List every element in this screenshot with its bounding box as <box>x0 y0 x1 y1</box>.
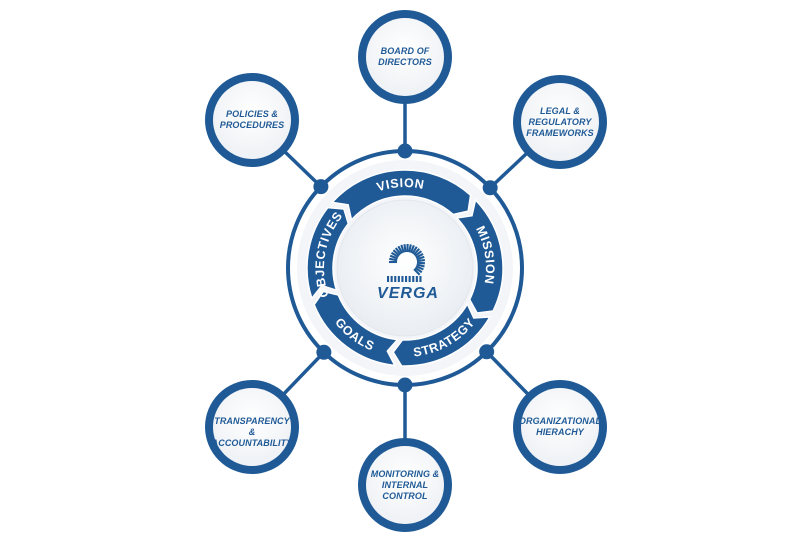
node-label-line: BOARD OF <box>363 46 447 57</box>
connector-joint <box>398 378 413 393</box>
node-label-line: INTERNAL <box>363 480 447 491</box>
connector-joint <box>479 344 494 359</box>
center-hub-circle <box>337 200 473 336</box>
center-hub: VERGA <box>337 200 473 336</box>
node-label-line: LEGAL & <box>518 106 602 117</box>
node-label-line: DIRECTORS <box>363 57 447 68</box>
node-label-line: ORGANIZATIONAL <box>518 416 602 427</box>
node-label-line: ACCOUNTABILITY <box>210 438 294 449</box>
node-label-line: MONITORING & <box>363 469 447 480</box>
node-label-line: CONTROL <box>363 491 447 502</box>
node-label: POLICIES &PROCEDURES <box>210 109 294 131</box>
node-label-line: HIERACHY <box>518 427 602 438</box>
node-label-line: TRANSPARENCY & <box>210 416 294 438</box>
connector-joint <box>313 179 328 194</box>
node-label-line: POLICIES & <box>210 109 294 120</box>
node-label-line: REGULATORY <box>518 117 602 128</box>
connector-joint <box>398 144 413 159</box>
node-label-line: FRAMEWORKS <box>518 128 602 139</box>
logo-text: VERGA <box>377 285 439 302</box>
node-label: TRANSPARENCY &ACCOUNTABILITY <box>210 416 294 449</box>
node-label-line: PROCEDURES <box>210 120 294 131</box>
connector-joint <box>483 180 498 195</box>
connector-joint <box>316 345 331 360</box>
